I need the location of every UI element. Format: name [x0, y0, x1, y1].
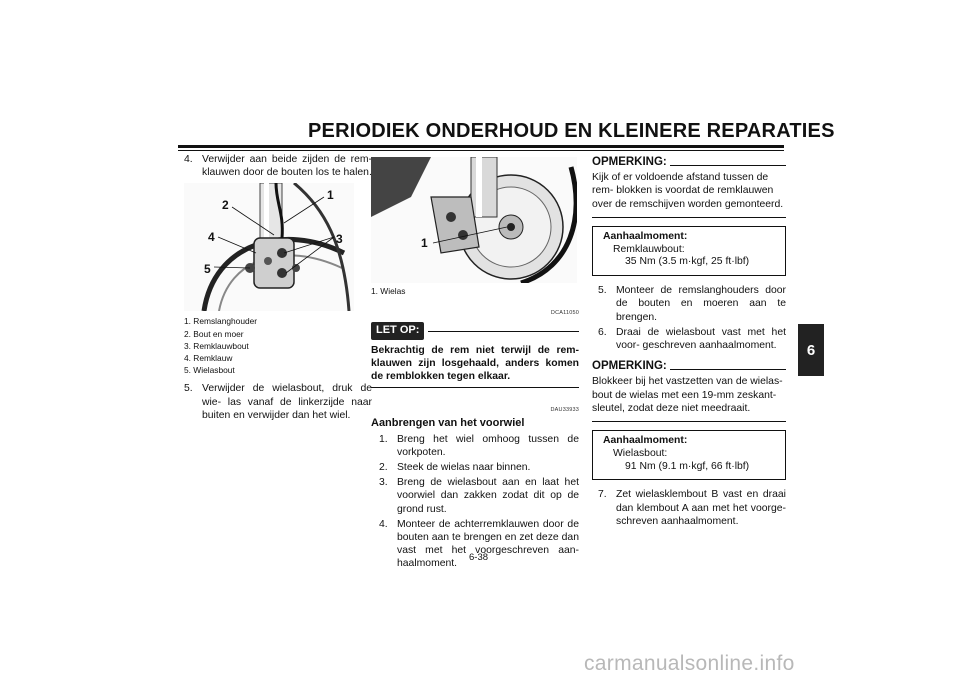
section-title: Aanbrengen van het voorwiel: [371, 417, 525, 430]
install-step-2: 2. Steek de wielas naar binnen.: [379, 461, 579, 474]
step-text: Verwijder de wielasbout, druk de wie- la…: [202, 383, 372, 421]
column-2: 1 1. Wielas DCA11050 LET OP: Bekrachtig …: [371, 153, 579, 573]
install-step-4: 4. Monteer de achterremklauwen door de b…: [379, 518, 579, 571]
step-text: Monteer de remslanghouders door de boute…: [616, 285, 786, 323]
step-number: 6.: [598, 326, 607, 338]
step-text: Zet wielasklembout B vast en draai dan k…: [616, 489, 786, 527]
install-step-1: 1. Breng het wiel omhoog tussen de vorkp…: [379, 433, 579, 459]
note-label: OPMERKING:: [592, 156, 667, 168]
caution-end-rule: [371, 387, 579, 389]
torque-value: 91 Nm (9.1 m·kgf, 66 ft·lbf): [625, 460, 750, 472]
legend-item: 1. Remslanghouder: [184, 316, 258, 327]
page-number: 6-38: [469, 552, 489, 563]
install-steps: 1. Breng het wiel omhoog tussen de vorkp…: [379, 433, 579, 571]
step-7-container: 7. Zet wielasklembout B vast en draai da…: [598, 488, 786, 528]
wheel-axle-photo: 1: [371, 157, 577, 283]
torque-label: Aanhaalmoment:: [603, 435, 688, 447]
figure-legend: 1. Remslanghouder 2. Bout en moer 3. Rem…: [184, 315, 372, 376]
section-code: DAU33933: [550, 407, 579, 414]
caution-header: LET OP:: [371, 322, 579, 340]
torque-label: Aanhaalmoment:: [603, 230, 688, 242]
step-text: Breng de wielasbout aan en laat het voor…: [397, 477, 579, 515]
callout-1: 1: [327, 188, 334, 202]
install-step-3: 3. Breng de wielasbout aan en laat het v…: [379, 476, 579, 516]
torque-box-axle-bolt: Aanhaalmoment: Wielasbout: 91 Nm (9.1 m·…: [592, 430, 786, 481]
wheel-axle-illustration: 1: [371, 157, 577, 283]
step-6-axle-bolt: 6. Draai de wielasbout vast met het voor…: [598, 326, 786, 352]
step-number: 4.: [184, 154, 193, 165]
torque-value: 35 Nm (3.5 m·kgf, 25 ft·lbf): [625, 256, 750, 268]
legend-item: 5. Wielasbout: [184, 365, 235, 376]
note-1-header: OPMERKING:: [592, 156, 786, 169]
step-5-hose-holders: 5. Monteer de remslanghouders door de bo…: [598, 284, 786, 324]
torque-item: Remklauwbout:: [613, 243, 685, 255]
step-5-remove-wheel: 5. Verwijder de wielasbout, druk de wie-…: [184, 382, 372, 422]
step-number: 5.: [598, 285, 607, 297]
note-2-end-rule: [592, 421, 786, 423]
step-text: Steek de wielas naar binnen.: [397, 462, 531, 474]
torque-box-caliper-bolt: Aanhaalmoment: Remklauwbout: 35 Nm (3.5 …: [592, 225, 786, 277]
callout-3: 3: [336, 232, 343, 246]
watermark: carmanualsonline.info: [584, 652, 795, 675]
step-text: Breng het wiel omhoog tussen de vorkpote…: [397, 433, 579, 458]
step-text: Monteer de achterremklauwen door de bout…: [397, 518, 579, 570]
callout-2: 2: [222, 198, 229, 212]
step-number: 7.: [598, 489, 607, 501]
header-rule-thin: [178, 150, 784, 151]
caution-label: LET OP:: [371, 322, 425, 340]
column-3: OPMERKING: Kijk of er voldoende afstand …: [592, 153, 786, 530]
step-number: 1.: [379, 433, 388, 445]
callout-5: 5: [204, 262, 211, 276]
callout-4: 4: [208, 230, 215, 244]
note-rule: [669, 369, 786, 371]
legend-item: 3. Remklauwbout: [184, 340, 249, 351]
caution-code: DCA11050: [550, 310, 579, 317]
note-rule: [669, 165, 786, 167]
step-7-pinch-bolts: 7. Zet wielasklembout B vast en draai da…: [598, 488, 786, 528]
torque-item: Wielasbout:: [613, 447, 668, 459]
steps-5-6: 5. Monteer de remslanghouders door de bo…: [598, 284, 786, 352]
caution-rule: [428, 330, 579, 332]
legend-item: 2. Bout en moer: [184, 328, 244, 339]
note-2-text: Blokkeer bij het vastzetten van de wiela…: [592, 376, 783, 414]
step-number: 5.: [184, 383, 193, 395]
step-number: 3.: [379, 477, 388, 489]
figure-legend: 1. Wielas: [371, 285, 579, 297]
note-1-end-rule: [592, 216, 786, 218]
caliper-illustration: 1 2 3 4 5: [184, 183, 354, 312]
note-label: OPMERKING:: [592, 360, 667, 373]
section-tab[interactable]: 6: [798, 324, 824, 376]
step-text: Draai de wielasbout vast met het voor- g…: [616, 326, 786, 352]
header-rule: [178, 145, 784, 148]
step-number: 4.: [379, 518, 388, 530]
note-1-text: Kijk of er voldoende afstand tussen de r…: [592, 172, 784, 210]
legend-item: 1. Wielas: [371, 286, 406, 296]
legend-item: 4. Remklauw: [184, 353, 233, 364]
note-2-header: OPMERKING:: [592, 360, 786, 373]
step-text: Verwijder aan beide zijden de rem- klauw…: [202, 154, 372, 179]
page-header-title: PERIODIEK ONDERHOUD EN KLEINERE REPARATI…: [308, 120, 835, 142]
caliper-photo: 1 2 3 4 5: [184, 183, 354, 312]
column-1: 4. Verwijder aan beide zijden de rem- kl…: [184, 153, 372, 424]
step-number: 2.: [379, 462, 388, 474]
step-4-remove-calipers: 4. Verwijder aan beide zijden de rem- kl…: [184, 153, 372, 179]
callout-1: 1: [421, 236, 428, 250]
caution-text: Bekrachtig de rem niet terwijl de rem- k…: [371, 344, 579, 383]
